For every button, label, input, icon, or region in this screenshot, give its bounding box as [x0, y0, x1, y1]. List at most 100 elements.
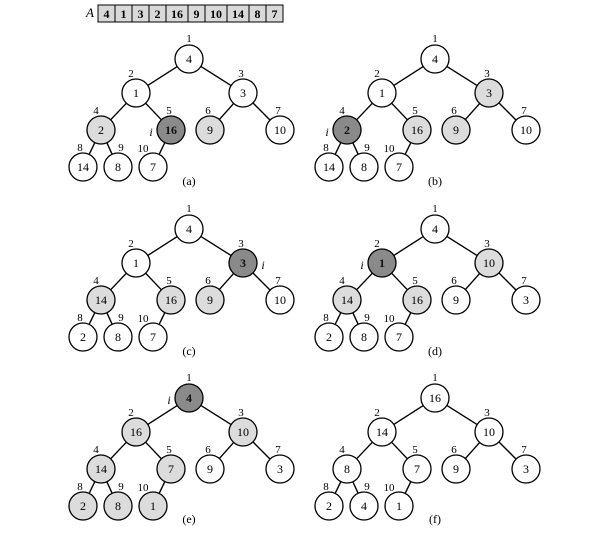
node-key: 3	[523, 462, 529, 476]
node-circle	[402, 285, 432, 315]
array-cell-value: 10	[210, 7, 222, 21]
panel-caption: (e)	[182, 512, 195, 526]
node-key: 2	[344, 123, 350, 137]
node-key: 2	[326, 330, 332, 344]
pointer-label: i	[167, 393, 170, 407]
array-cell: 16	[165, 4, 189, 23]
node-circle	[156, 285, 186, 315]
panel-caption: (d)	[428, 344, 442, 358]
heap-node: 75	[402, 444, 432, 484]
node-index: 2	[374, 407, 380, 419]
node-circle	[314, 152, 344, 182]
node-index: 4	[339, 275, 345, 287]
node-index: 8	[77, 142, 83, 154]
node-circle	[441, 115, 471, 145]
array-cell-value: 8	[255, 7, 261, 21]
array-name: A	[85, 5, 94, 20]
node-key: 1	[133, 256, 139, 270]
node-key: 4	[432, 222, 438, 236]
node-key: 10	[274, 123, 286, 137]
node-circle	[384, 491, 414, 521]
node-circle	[195, 115, 225, 145]
tree-edge	[88, 312, 96, 325]
node-circle	[420, 44, 450, 74]
node-circle	[156, 115, 186, 145]
tree-edge	[145, 441, 162, 460]
tree-edge	[391, 441, 408, 460]
heap-node: 89	[103, 142, 133, 182]
heap-node: 165	[402, 105, 432, 145]
node-index: 6	[205, 275, 211, 287]
node-circle	[420, 214, 450, 244]
heap-node: 28	[68, 312, 98, 352]
node-circle	[68, 152, 98, 182]
node-key: 8	[115, 499, 121, 513]
node-circle	[103, 491, 133, 521]
node-circle	[314, 491, 344, 521]
tree-edge	[200, 65, 232, 87]
node-index: 8	[323, 312, 329, 324]
node-key: 9	[207, 123, 213, 137]
pointer-label: i	[325, 125, 328, 139]
tree-edge	[110, 441, 127, 460]
array-cell: 10	[204, 4, 228, 23]
node-circle	[332, 115, 362, 145]
node-index: 5	[166, 444, 172, 456]
node-circle	[265, 454, 295, 484]
node-circle	[265, 115, 295, 145]
node-key: 10	[483, 256, 495, 270]
tree-edge	[446, 235, 478, 257]
node-key: 16	[130, 425, 142, 439]
tree-edge	[200, 235, 232, 257]
node-circle	[138, 322, 168, 352]
node-index: 9	[364, 142, 370, 154]
node-circle	[474, 417, 504, 447]
heap-node: 49	[349, 481, 379, 521]
heap-node: 28	[314, 481, 344, 521]
node-circle	[511, 454, 541, 484]
node-index: 2	[128, 407, 134, 419]
node-circle	[103, 152, 133, 182]
tree-edge	[88, 481, 96, 494]
node-key: 8	[344, 462, 350, 476]
tree-edge	[110, 272, 127, 291]
node-circle	[384, 322, 414, 352]
heap-node: 103	[474, 238, 504, 278]
heap-node: 142	[367, 407, 397, 447]
tree-edge	[404, 312, 412, 325]
heap-node: 41	[420, 33, 450, 74]
node-circle	[228, 417, 258, 447]
node-key: 4	[186, 391, 192, 405]
node-key: 7	[150, 160, 156, 174]
tree-edge	[106, 312, 113, 325]
node-index: 10	[138, 313, 150, 325]
node-key: 8	[115, 160, 121, 174]
panels: 411233241659610714889710i(a)411233241659…	[68, 33, 541, 526]
heap-node: 103	[474, 407, 504, 447]
heap-node: 110	[138, 482, 168, 521]
heap-node: 144	[332, 275, 362, 315]
array-cell-value: 7	[272, 7, 278, 21]
tree-edge	[356, 441, 373, 460]
node-index: 7	[275, 444, 281, 456]
heap-node: 144	[86, 275, 116, 315]
tree-edge	[498, 272, 517, 291]
node-key: 16	[165, 293, 177, 307]
tree-edge	[106, 142, 113, 155]
tree-edge	[147, 65, 178, 87]
tree-edge	[393, 404, 424, 426]
heap-node: 89	[349, 142, 379, 182]
heap-node: 148	[314, 142, 344, 182]
node-key: 14	[77, 160, 89, 174]
heap-node: 96	[441, 275, 471, 315]
node-circle	[103, 322, 133, 352]
heap-node: 84	[332, 444, 362, 484]
node-index: 1	[432, 33, 438, 45]
node-circle	[332, 454, 362, 484]
node-circle	[228, 248, 258, 278]
pointer-label: i	[149, 125, 152, 139]
tree-edge	[147, 235, 178, 257]
array-cell: 1	[114, 4, 133, 23]
tree-edge	[110, 102, 127, 121]
